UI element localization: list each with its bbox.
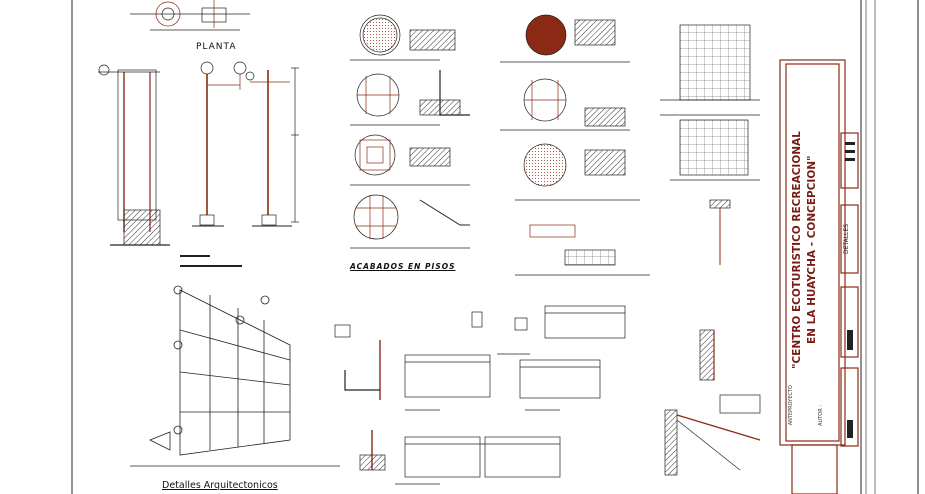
planta-detail [130, 0, 250, 31]
luminaria-elevation-1 [98, 64, 170, 246]
sheet-frame [71, 0, 919, 494]
wall-grid-panels [660, 24, 760, 265]
wall-sections [664, 329, 761, 476]
railing-details [334, 305, 626, 485]
title-block-marks [845, 142, 855, 438]
luminaria-elevation-2 [192, 61, 247, 227]
anteproyecto-label: ANTEPROYECTO [788, 385, 794, 426]
floor-finish-details [350, 14, 650, 276]
planta-label: PLANTA [196, 42, 237, 52]
curtain-wall-elevation [130, 285, 340, 467]
title-block-frame [779, 59, 859, 494]
acabados-label: ACABADOS EN PISOS [350, 262, 456, 271]
project-title: "CENTRO ECOTURISTICO RECREACIONAL EN LA … [790, 65, 838, 435]
project-title-line1: "CENTRO ECOTURISTICO RECREACIONAL [791, 131, 803, 369]
detalles-side-label: DETALLES [843, 224, 850, 254]
autor-label: AUTOR : [818, 405, 824, 426]
luminaria-elevation-3 [245, 67, 299, 227]
project-title-block: "CENTRO ECOTURISTICO RECREACIONAL EN LA … [790, 65, 838, 435]
detalles-arquitectonicos-label: Detalles Arquitectonicos [162, 480, 278, 491]
luminaria-caption [180, 255, 242, 267]
project-title-line2: EN LA HUAYCHA - CONCEPCION" [806, 155, 818, 345]
